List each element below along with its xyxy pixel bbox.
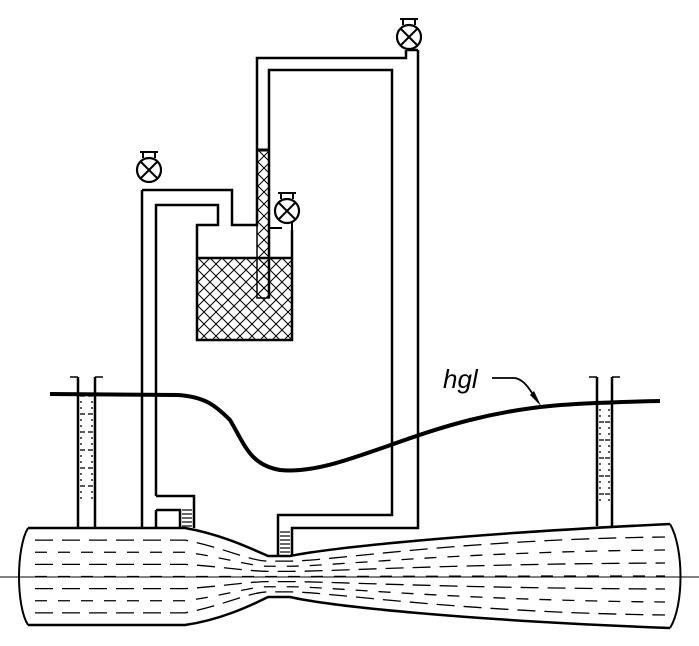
pipe-bottom-wall bbox=[28, 595, 671, 630]
valve-icon bbox=[273, 192, 301, 225]
pipe-top-wall bbox=[28, 522, 671, 558]
hgl-label: hgl bbox=[443, 364, 479, 394]
flow-line bbox=[35, 536, 666, 562]
throat-tap-marks bbox=[280, 531, 290, 553]
hgl-arrowhead bbox=[530, 391, 541, 406]
flow-line bbox=[35, 591, 666, 616]
valve-icon bbox=[135, 151, 163, 184]
venturi-pipe bbox=[0, 522, 699, 630]
hydraulic-grade-line bbox=[49, 392, 661, 473]
throat-manometer-tube bbox=[255, 48, 420, 556]
hgl-leader-line bbox=[492, 377, 539, 403]
manometer-reservoir bbox=[197, 148, 292, 340]
flow-line bbox=[35, 549, 666, 567]
left-piezometer-scale bbox=[80, 395, 93, 499]
flow-line bbox=[35, 586, 666, 603]
right-piezometer-scale bbox=[599, 403, 610, 501]
pipe-right-end bbox=[669, 523, 682, 629]
inlet-tap-marks bbox=[182, 509, 192, 527]
flow-lines bbox=[35, 536, 666, 616]
flow-line bbox=[35, 575, 666, 578]
left-piezometer bbox=[70, 376, 103, 528]
flow-line bbox=[35, 580, 666, 590]
valve-icon bbox=[395, 18, 423, 51]
right-piezometer bbox=[589, 376, 620, 526]
inner-tube-fluid bbox=[256, 149, 270, 299]
flow-line bbox=[35, 562, 666, 573]
reservoir-fluid bbox=[197, 258, 292, 340]
